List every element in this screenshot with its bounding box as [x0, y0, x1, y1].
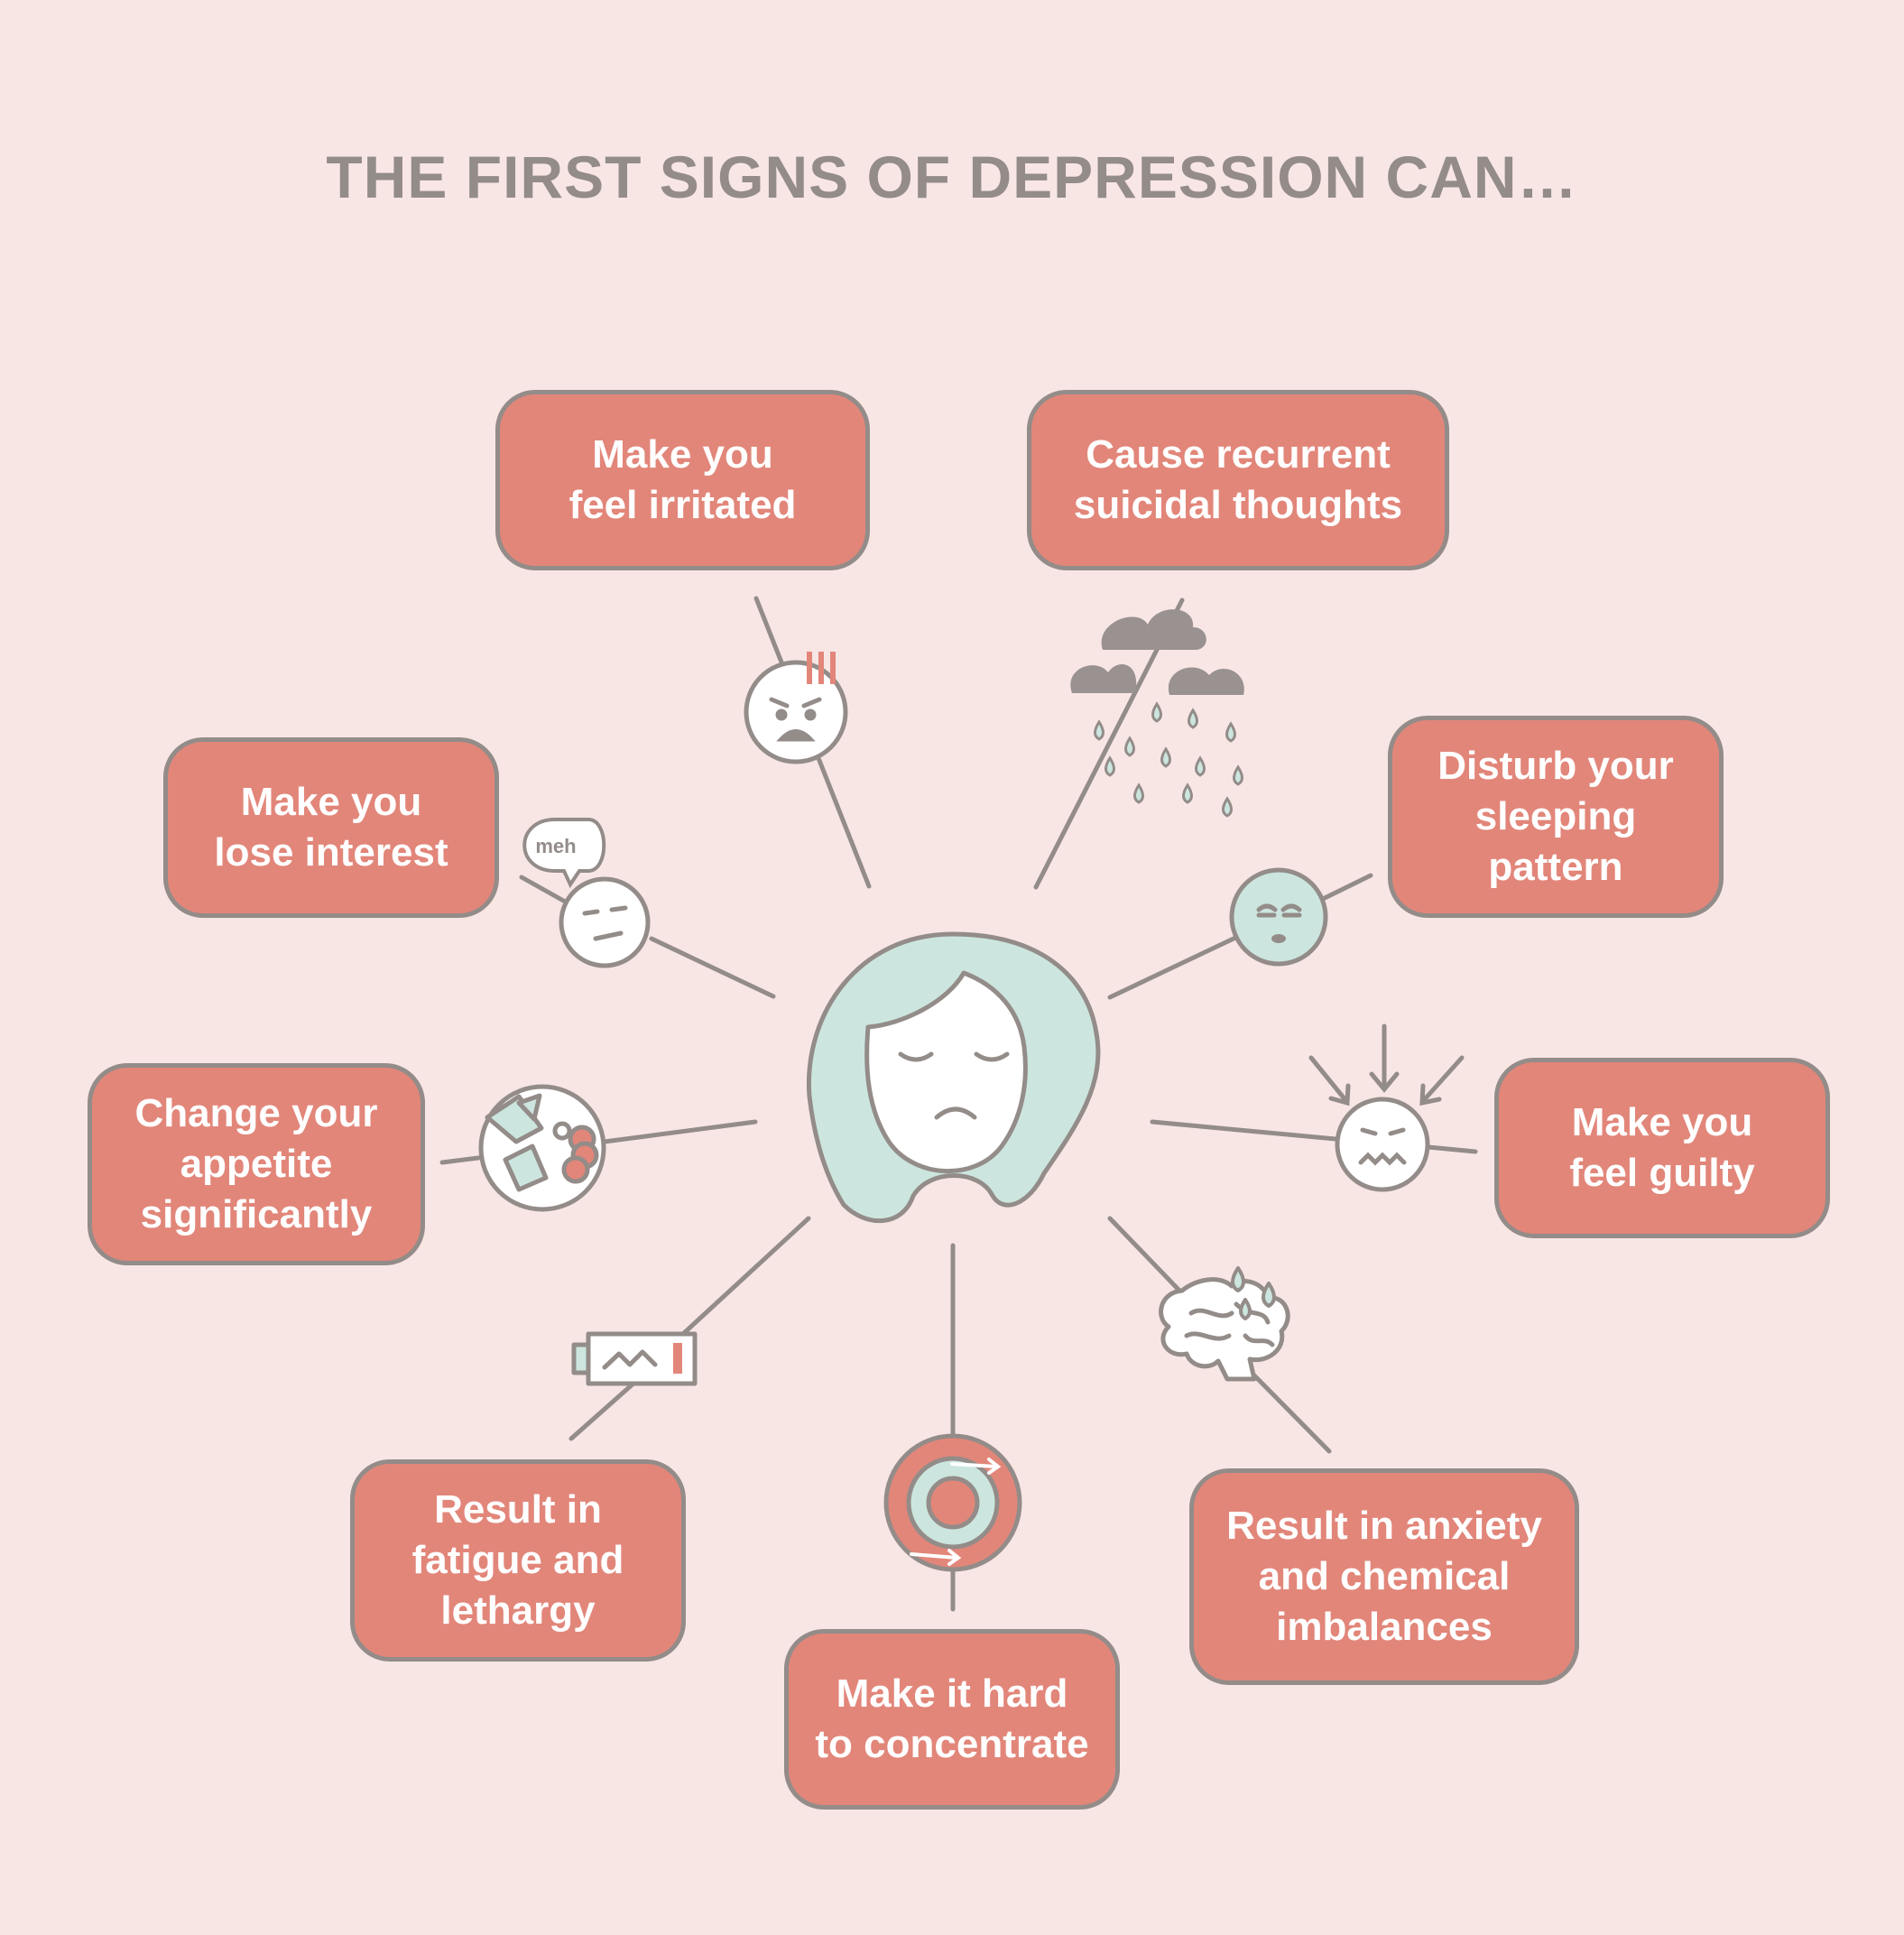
- angry-face-icon: [744, 660, 848, 764]
- sign-box-appetite: Change your appetite significantly: [88, 1063, 425, 1265]
- sad-woman-icon: [806, 931, 1101, 1224]
- sign-box-suicidal: Cause recurrent suicidal thoughts: [1027, 390, 1449, 570]
- connector-fatigue: [681, 1216, 811, 1336]
- guilty-face-icon: [1335, 1097, 1430, 1192]
- bored-face-icon: [559, 876, 651, 968]
- low-battery-icon: [571, 1331, 698, 1386]
- sign-box-anxiety: Result in anxiety and chemical imbalance…: [1189, 1468, 1579, 1685]
- speech-bubble-text: meh: [535, 835, 576, 857]
- connector-guilty: [1426, 1144, 1478, 1154]
- connector-fatigue: [568, 1380, 637, 1441]
- sign-box-fatigue: Result in fatigue and lethargy: [350, 1459, 686, 1662]
- sign-box-irritated: Make you feel irritated: [495, 390, 870, 570]
- connector-lines: [439, 596, 1478, 1612]
- food-plate-icon: [478, 1084, 606, 1212]
- page-title: THE FIRST SIGNS OF DEPRESSION CAN…: [326, 144, 1578, 210]
- connector-appetite: [439, 1155, 481, 1165]
- connector-anxiety: [1250, 1371, 1332, 1454]
- connector-guilty: [1150, 1119, 1338, 1142]
- pressure-arrows-icon: [1308, 1023, 1465, 1106]
- connector-lose-interest: [649, 936, 776, 999]
- anger-marks-icon: [807, 652, 836, 684]
- sign-box-lose-interest: Make you lose interest: [163, 737, 499, 918]
- connector-lose-interest: [519, 875, 569, 905]
- speech-bubble-icon: meh: [522, 818, 606, 889]
- sign-box-guilty: Make you feel guilty: [1494, 1058, 1830, 1238]
- connector-appetite: [602, 1119, 758, 1144]
- sign-box-sleep: Disturb your sleeping pattern: [1388, 716, 1724, 918]
- target-icon: [883, 1433, 1022, 1572]
- sign-box-concentrate: Make it hard to concentrate: [784, 1629, 1120, 1810]
- connector-irritated: [816, 755, 872, 889]
- connector-sleep: [1107, 936, 1236, 1000]
- tired-face-icon: [1229, 867, 1328, 967]
- rain-cloud-icon: [1070, 609, 1244, 818]
- connector-sleep: [1322, 873, 1373, 901]
- brain-icon: [1159, 1266, 1290, 1382]
- connector-anxiety: [1107, 1216, 1185, 1296]
